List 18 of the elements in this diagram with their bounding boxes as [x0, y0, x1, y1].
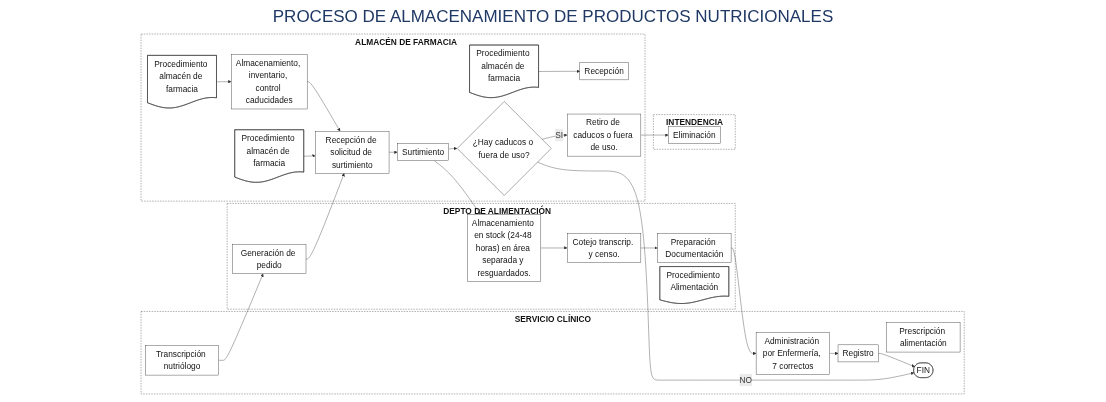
node-box: Surtimiento [397, 143, 450, 161]
node-diamond: ¿Hay caducos o fuera de uso? [457, 101, 552, 196]
node-box: Registro [838, 344, 879, 363]
node-box: Transcripción nutriólogo [145, 345, 220, 376]
node-box: Retiro de caducos o fuera de uso. [567, 113, 642, 157]
node-box: Cotejo transcrip. y censo. [567, 233, 642, 263]
node-box: Recepción [579, 62, 629, 81]
node-box: Almacenamiento en stock (24-48 horas) en área separada y resguardados. [467, 214, 542, 282]
node-box: Administración por Enfermería, 7 correctos [756, 332, 831, 375]
edge-label: SI [555, 130, 564, 140]
node-box: Almacenamiento, inventario, control caducidades [231, 54, 308, 110]
edge-label: NO [739, 375, 753, 385]
node-box: Recepción de solicitud de surtimiento [315, 131, 390, 174]
node-box: Preparación Documentación [657, 233, 732, 263]
diagram-title: PROCESO DE ALMACENAMIENTO DE PRODUCTOS NUTRICIONALES [271, 6, 835, 28]
node-box: Eliminación [668, 126, 721, 144]
node-box: Generación de pedido [232, 244, 307, 274]
node-box: Prescripción alimentación [886, 322, 961, 353]
